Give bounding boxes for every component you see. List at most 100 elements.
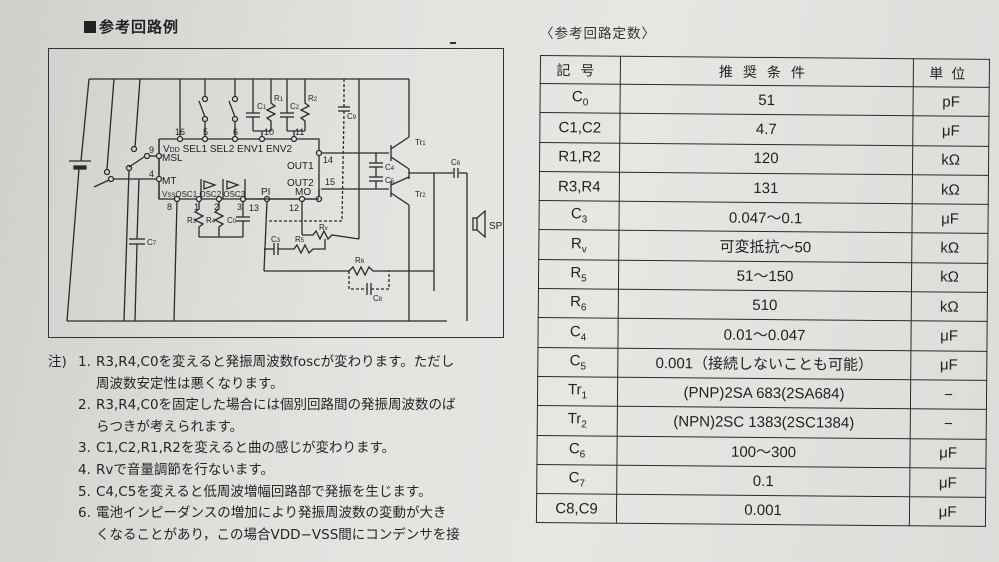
cell-unit: − <box>910 409 987 439</box>
svg-text:C0: C0 <box>227 216 237 225</box>
cell-condition: 51〜150 <box>618 259 912 292</box>
cell-condition: 100〜300 <box>616 435 911 468</box>
cell-symbol: C6 <box>536 435 618 466</box>
svg-text:C7: C7 <box>147 238 157 247</box>
circuit-section-title: 参考回路例 <box>84 16 179 37</box>
table-header-row: 記号 推奨条件 単位 <box>540 55 990 88</box>
circuit-schematic: 16 5 6 10 11 9 4 14 15 8 1 2 3 13 12 VDD… <box>66 78 503 322</box>
svg-text:C9: C9 <box>347 112 357 121</box>
cell-condition: 可変抵抗〜50 <box>618 230 912 263</box>
cell-condition: 4.7 <box>619 113 913 146</box>
note-item-6-cont: くなることがあり，この場合VDD−VSS間にコンデンサを接 <box>96 526 460 543</box>
svg-text:Tr2: Tr2 <box>415 190 426 199</box>
svg-text:C2: C2 <box>290 102 300 111</box>
svg-text:4: 4 <box>149 169 154 179</box>
header-unit: 単位 <box>913 58 990 88</box>
cell-symbol: C3 <box>538 200 620 231</box>
cell-condition: 120 <box>619 142 913 175</box>
svg-text:R5: R5 <box>295 235 305 244</box>
svg-text:R1: R1 <box>274 94 284 103</box>
cell-symbol: R6 <box>538 288 619 319</box>
note-item-2-cont: らつきが考えられます。 <box>96 418 244 435</box>
cell-symbol: Tr1 <box>537 376 618 407</box>
svg-text:VSSOSC1 OSC2 OSC3: VSSOSC1 OSC2 OSC3 <box>162 190 246 199</box>
cell-symbol: R1,R2 <box>539 142 620 173</box>
svg-text:C6: C6 <box>451 158 461 167</box>
table-row: Tr2(NPN)2SC 1383(2SC1384)− <box>537 405 987 439</box>
svg-text:C5: C5 <box>385 176 395 185</box>
notes-prefix: 注) <box>48 354 67 370</box>
cell-unit: μF <box>909 496 986 527</box>
cell-unit: kΩ <box>912 174 989 205</box>
svg-text:2: 2 <box>214 202 219 212</box>
cell-symbol: C5 <box>537 347 618 378</box>
svg-text:R3: R3 <box>187 216 197 225</box>
cell-unit: kΩ <box>911 233 988 264</box>
cell-unit: − <box>910 379 987 410</box>
cell-condition: 510 <box>618 289 912 322</box>
svg-text:SP: SP <box>489 221 503 232</box>
note-item-6: 6.電池インピーダンスの増加により発振周波数の変動が大き <box>78 505 447 522</box>
svg-text:R4: R4 <box>206 216 216 225</box>
svg-text:8: 8 <box>167 202 172 212</box>
cell-unit: μF <box>909 467 986 498</box>
svg-text:PI: PI <box>261 187 270 198</box>
cell-symbol: C8,C9 <box>536 493 617 524</box>
cell-symbol: C7 <box>536 464 617 495</box>
circuit-diagram: 16 5 6 10 11 9 4 14 15 8 1 2 3 13 12 VDD… <box>48 48 504 338</box>
cell-unit: μF <box>910 350 987 381</box>
svg-text:5: 5 <box>203 127 208 137</box>
cell-condition: 0.1 <box>616 465 910 497</box>
cell-unit: μF <box>910 321 988 352</box>
cell-unit: pF <box>912 86 990 117</box>
svg-text:6: 6 <box>233 127 238 137</box>
svg-text:C4: C4 <box>385 163 395 172</box>
cell-condition: (NPN)2SC 1383(2SC1384) <box>617 406 911 439</box>
svg-text:C8: C8 <box>373 294 383 303</box>
svg-text:13: 13 <box>249 203 259 213</box>
svg-text:11: 11 <box>295 127 304 137</box>
svg-text:R2: R2 <box>308 94 318 103</box>
stray-mark <box>450 42 456 44</box>
cell-symbol: C4 <box>537 317 619 348</box>
cell-condition: (PNP)2SA 683(2SA684) <box>617 377 911 410</box>
note-item-4: 4.Rvで音量調節を行ないます。 <box>78 461 275 478</box>
svg-text:MO: MO <box>295 187 311 198</box>
cell-unit: kΩ <box>912 145 989 176</box>
cell-symbol: R5 <box>538 259 619 290</box>
cell-unit: μF <box>911 203 989 234</box>
cell-symbol: Rv <box>538 229 619 260</box>
note-item-5: 5.C4,C5を変えると低周波増幅回路部で発振を生じます。 <box>78 483 432 500</box>
svg-text:OUT2: OUT2 <box>287 178 314 189</box>
cell-symbol: C1,C2 <box>539 112 620 143</box>
square-bullet-icon <box>84 21 96 33</box>
svg-text:15: 15 <box>325 177 335 187</box>
note-item-2: 2.R3,R4,C0を固定した場合には個別回路間の発振周波数のば <box>78 397 456 414</box>
cell-condition: 0.001（接続しないことも可能） <box>617 347 911 380</box>
cell-condition: 0.001 <box>616 494 910 527</box>
note-item-3: 3.C1,C2,R1,R2を変えると曲の感じが変わります。 <box>78 440 396 457</box>
svg-text:C3: C3 <box>271 235 281 244</box>
cell-condition: 131 <box>619 172 913 204</box>
cell-symbol: C0 <box>539 83 621 114</box>
svg-text:1: 1 <box>194 202 199 212</box>
cell-unit: μF <box>912 116 989 147</box>
header-condition: 推奨条件 <box>620 56 914 87</box>
cell-unit: kΩ <box>911 262 988 293</box>
cell-symbol: R3,R4 <box>539 171 620 202</box>
svg-text:MT: MT <box>162 176 176 187</box>
